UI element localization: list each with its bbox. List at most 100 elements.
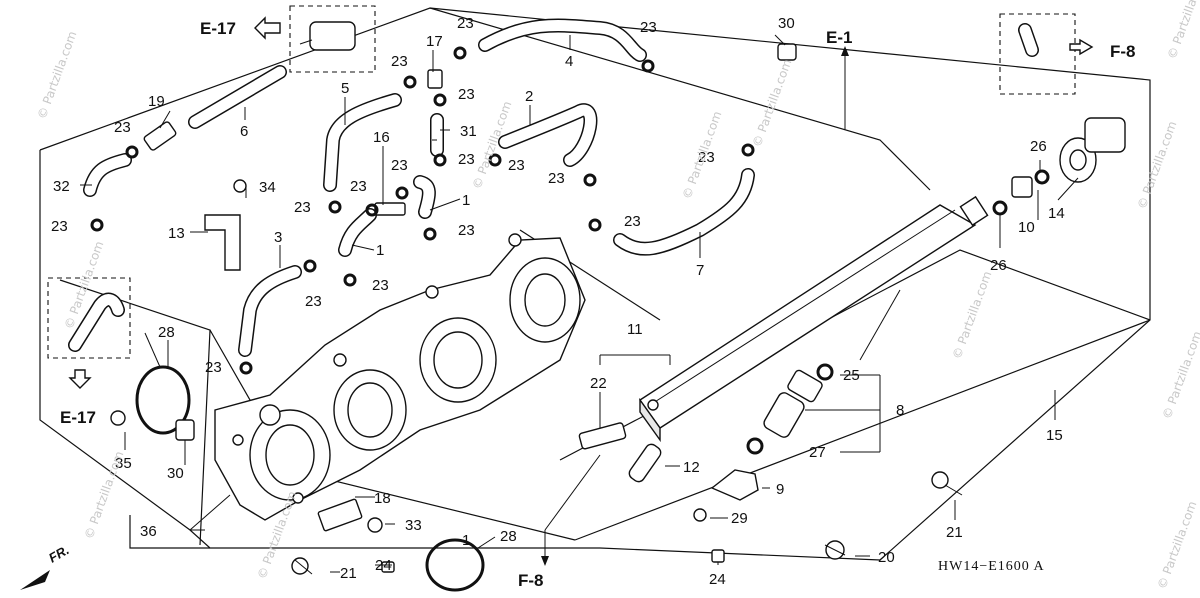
callout-7[interactable]: 7 [696,262,704,279]
hose-1a-icon [338,208,377,257]
reference-box-f8-top [999,13,1076,95]
callout-10[interactable]: 10 [1018,219,1035,236]
callout-26[interactable]: 26 [990,257,1007,274]
callout-23[interactable]: 23 [548,170,565,187]
section-arrows [20,16,1094,590]
hose-5-icon [323,93,402,192]
callout-23[interactable]: 23 [508,157,525,174]
hose-4-icon [478,18,647,62]
callout-24[interactable]: 24 [375,557,392,574]
callout-23[interactable]: 23 [458,151,475,168]
callout-21[interactable]: 21 [340,565,357,582]
callout-23[interactable]: 23 [458,222,475,239]
callout-31[interactable]: 31 [460,123,477,140]
callout-numbers: 1 1 1 2 3 4 5 6 7 8 9 10 11 12 13 14 15 … [51,15,1065,588]
watermark-text: © Partzilla.com [1165,0,1200,61]
reference-box-e17-left [47,277,131,359]
callout-23[interactable]: 23 [457,15,474,32]
section-ref-f8-bottom[interactable]: F-8 [518,571,544,590]
section-ref-e17-top[interactable]: E-17 [200,19,236,38]
callout-18[interactable]: 18 [374,490,391,507]
gasket-28-bottom-icon [425,538,485,592]
callout-26[interactable]: 26 [1030,138,1047,155]
callout-3[interactable]: 3 [274,229,282,246]
callout-23[interactable]: 23 [294,199,311,216]
callout-34[interactable]: 34 [259,179,276,196]
callout-1[interactable]: 1 [376,242,384,259]
callout-35[interactable]: 35 [115,455,132,472]
callout-23[interactable]: 23 [458,86,475,103]
section-ref-e1[interactable]: E-1 [826,28,852,47]
callout-25[interactable]: 25 [843,367,860,384]
callout-33[interactable]: 33 [405,517,422,534]
callout-23[interactable]: 23 [391,53,408,70]
hose-7-icon [613,168,755,256]
reference-box-e17-top [289,5,376,73]
callout-14[interactable]: 14 [1048,205,1065,222]
pressure-regulator-icon [992,117,1126,216]
callout-22[interactable]: 22 [590,375,607,392]
throttle-body-icon [214,233,586,521]
callout-8[interactable]: 8 [896,402,904,419]
callout-36[interactable]: 36 [140,523,157,540]
callout-13[interactable]: 13 [168,225,185,242]
callout-5[interactable]: 5 [341,80,349,97]
callout-2[interactable]: 2 [525,88,533,105]
callout-23[interactable]: 23 [205,359,222,376]
injector-icon [746,363,834,455]
callout-29[interactable]: 29 [731,510,748,527]
callout-28[interactable]: 28 [158,324,175,341]
fuel-filter-icon [299,21,356,51]
watermark-text: © Partzilla.com [680,109,725,201]
callout-17[interactable]: 17 [426,33,443,50]
fuel-rail-icon [639,195,989,443]
callout-16[interactable]: 16 [373,129,390,146]
diagram-code: HW14−E1600 A [938,559,1045,574]
callout-1[interactable]: 1 [462,192,470,209]
callout-23[interactable]: 23 [640,19,657,36]
front-label: FR. [46,542,72,565]
watermark-text: © Partzilla.com [1155,499,1200,591]
callout-20[interactable]: 20 [878,549,895,566]
watermark-text: © Partzilla.com [950,269,995,361]
gasket-28-left-icon [135,365,191,435]
callout-19[interactable]: 19 [148,93,165,110]
callout-32[interactable]: 32 [53,178,70,195]
callout-23[interactable]: 23 [624,213,641,230]
callout-23[interactable]: 23 [372,277,389,294]
section-ref-e17-left[interactable]: E-17 [60,408,96,427]
hose-6-icon [188,65,287,129]
callout-23[interactable]: 23 [350,178,367,195]
callout-12[interactable]: 12 [683,459,700,476]
callout-24[interactable]: 24 [709,571,726,588]
hose-32-icon [83,153,132,197]
callout-21[interactable]: 21 [946,524,963,541]
leader-lines [80,34,1079,573]
callout-28[interactable]: 28 [500,528,517,545]
watermark-text: © Partzilla.com [82,449,127,541]
watermark-text: © Partzilla.com [35,29,80,121]
hose-1b-icon [413,175,436,219]
callout-23[interactable]: 23 [305,293,322,310]
callout-23[interactable]: 23 [51,218,68,235]
callout-30[interactable]: 30 [778,15,795,32]
callout-6[interactable]: 6 [240,123,248,140]
callout-11[interactable]: 11 [627,321,643,338]
hose-3-icon [238,265,302,357]
callout-1[interactable]: 1 [462,532,470,549]
callout-30[interactable]: 30 [167,465,184,482]
small-parts-icons [110,43,963,575]
watermark-text: © Partzilla.com [1135,119,1180,211]
callout-23[interactable]: 23 [391,157,408,174]
section-ref-f8-top[interactable]: F-8 [1110,42,1136,61]
callout-23[interactable]: 23 [698,149,715,166]
callout-9[interactable]: 9 [776,481,784,498]
callout-4[interactable]: 4 [565,53,573,70]
callout-27[interactable]: 27 [809,444,826,461]
hose-f8-icon [1018,23,1039,57]
callout-15[interactable]: 15 [1046,427,1063,444]
hose-2-icon [498,103,598,167]
callout-23[interactable]: 23 [114,119,131,136]
